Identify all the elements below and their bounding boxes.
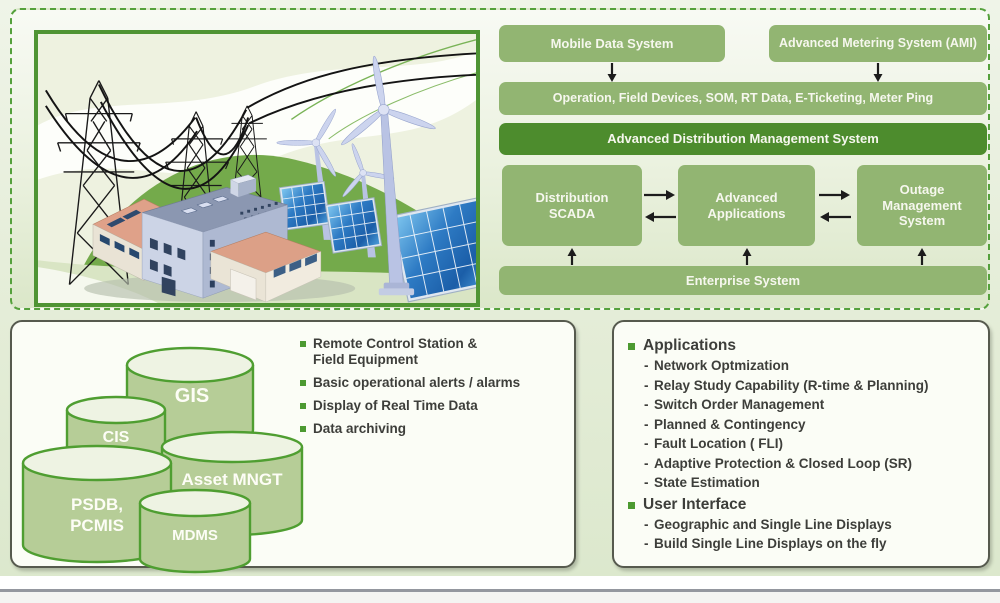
box-label: Operation, Field Devices, SOM, RT Data, … <box>552 90 934 105</box>
square-bullet-icon <box>300 403 306 409</box>
square-bullet-icon <box>300 380 306 386</box>
power-grid-illustration <box>34 30 480 307</box>
dash-bullet: - <box>644 377 649 393</box>
enterprise-system-box: Enterprise System <box>499 266 987 295</box>
list-item-line: Display of Real Time Data <box>313 398 478 413</box>
list-item: -State Estimation <box>628 473 976 493</box>
database-stack: GIS CIS Asset MNGT PSDB, PCMIS <box>21 346 304 574</box>
list-item-text: Build Single Line Displays on the fly <box>654 536 887 551</box>
mobile-data-system-box: Mobile Data System <box>499 25 725 62</box>
square-bullet-icon <box>300 341 306 347</box>
arrow-left-right-icon <box>819 190 851 222</box>
list-item-text: Switch Order Management <box>654 397 825 412</box>
dash-bullet: - <box>644 416 649 432</box>
list-item-text: Adaptive Protection & Closed Loop (SR) <box>654 455 913 471</box>
box-label: Enterprise System <box>685 272 801 288</box>
smart-grid-overview-panel: Mobile Data System Advanced Metering Sys… <box>10 8 990 310</box>
applications-panel-content: Applications -Network Optmization -Relay… <box>628 334 976 554</box>
arrow-down-icon <box>873 63 883 82</box>
dash-bullet: - <box>644 358 649 373</box>
list-item: Remote Control Station & Field Equipment <box>300 336 568 368</box>
list-item: Basic operational alerts / alarms <box>300 375 568 391</box>
list-item-line: Data archiving <box>313 421 407 436</box>
square-bullet-icon <box>628 343 635 350</box>
arrow-up-icon <box>917 248 927 265</box>
list-item: -Build Single Line Displays on the fly <box>628 534 976 554</box>
wind-turbine-icon <box>341 55 436 296</box>
list-item-text: Relay Study Capability (R-time & Plannin… <box>654 377 929 393</box>
footer-divider <box>0 589 1000 592</box>
list-item-text: Fault Location ( FLI) <box>654 436 783 451</box>
list-item-text: Geographic and Single Line Displays <box>654 516 892 532</box>
box-label: Mobile Data System <box>550 35 674 51</box>
box-label: Advanced Metering System (AMI) <box>779 35 977 50</box>
list-item: Data archiving <box>300 421 568 437</box>
solar-panel-icon <box>389 197 476 303</box>
list-item: -Adaptive Protection & Closed Loop (SR) <box>628 454 976 474</box>
svg-text:CIS: CIS <box>103 429 130 446</box>
applications-panel: Applications -Network Optmization -Relay… <box>612 320 990 568</box>
dash-bullet: - <box>644 516 649 532</box>
box-label: Outage Management System <box>882 181 962 229</box>
database-cylinder-psdb-pcmis: PSDB, PCMIS <box>21 444 173 564</box>
arrow-down-icon <box>607 63 617 82</box>
box-label: Distribution SCADA <box>535 189 609 221</box>
svg-text:Asset MNGT: Asset MNGT <box>181 470 283 489</box>
power-lines <box>45 52 476 190</box>
list-item: -Planned & Contingency <box>628 415 976 435</box>
list-item-line: Field Equipment <box>313 352 419 367</box>
solar-panel-icon <box>324 197 383 254</box>
list-item: -Fault Location ( FLI) <box>628 434 976 454</box>
green-line <box>290 39 476 121</box>
list-item: Display of Real Time Data <box>300 398 568 414</box>
footer-area <box>0 592 1000 603</box>
svg-text:MDMS: MDMS <box>172 527 218 544</box>
footer-white-strip <box>0 576 1000 589</box>
power-grid-scene <box>38 34 476 303</box>
dash-bullet: - <box>644 397 649 412</box>
svg-text:PCMIS: PCMIS <box>70 516 124 535</box>
box-label: Advanced Applications <box>707 189 786 221</box>
cloud-band <box>38 51 476 180</box>
section-title-text: User Interface <box>643 495 747 513</box>
scada-capabilities-list: Remote Control Station & Field Equipment… <box>300 336 568 444</box>
ami-box: Advanced Metering System (AMI) <box>769 25 987 62</box>
square-bullet-icon <box>628 501 635 509</box>
advanced-applications-box: Advanced Applications <box>678 165 815 246</box>
outage-management-box: Outage Management System <box>857 165 987 246</box>
dash-bullet: - <box>644 436 649 451</box>
substation-building-icon <box>92 174 322 303</box>
distribution-scada-box: Distribution SCADA <box>502 165 642 246</box>
section-title-text: Applications <box>643 337 737 354</box>
solar-panel-icon <box>278 180 331 231</box>
adms-flow-diagram: Mobile Data System Advanced Metering Sys… <box>499 10 987 310</box>
section-title: User Interface <box>628 495 976 515</box>
list-item-line: Remote Control Station & <box>313 336 478 351</box>
green-line <box>328 72 476 140</box>
list-item: -Switch Order Management <box>628 395 976 415</box>
adms-box: Advanced Distribution Management System <box>499 123 987 155</box>
arrow-up-icon <box>742 248 752 265</box>
list-item-text: Planned & Contingency <box>654 416 806 432</box>
dash-bullet: - <box>644 536 649 551</box>
square-bullet-icon <box>300 426 306 432</box>
arrow-left-right-icon <box>644 190 676 222</box>
svg-text:PSDB,: PSDB, <box>71 495 123 514</box>
box-label: Advanced Distribution Management System <box>607 131 879 147</box>
list-item: -Relay Study Capability (R-time & Planni… <box>628 376 976 396</box>
section-title: Applications <box>628 336 976 356</box>
list-item-line: Basic operational alerts / alarms <box>313 375 521 390</box>
list-item: -Network Optmization <box>628 356 976 376</box>
database-cylinder-mdms: MDMS <box>138 488 252 574</box>
svg-text:GIS: GIS <box>175 385 209 407</box>
list-item-text: Network Optmization <box>654 358 790 373</box>
list-item: -Geographic and Single Line Displays <box>628 515 976 535</box>
list-item-text: State Estimation <box>654 475 760 490</box>
field-bus-box: Operation, Field Devices, SOM, RT Data, … <box>499 82 987 115</box>
arrow-up-icon <box>567 248 577 265</box>
dash-bullet: - <box>644 475 649 490</box>
dash-bullet: - <box>644 455 649 471</box>
